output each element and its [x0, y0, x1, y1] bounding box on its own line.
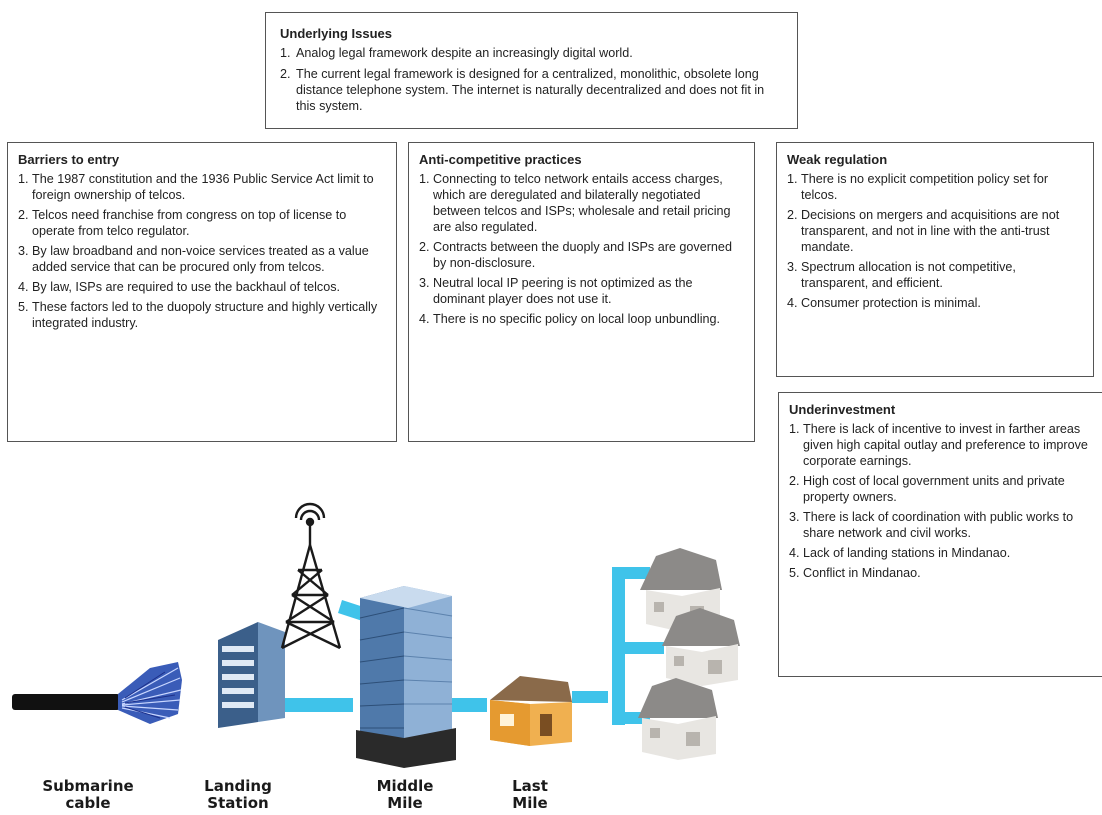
- underinvestment-list: 1.There is lack of incentive to invest i…: [789, 421, 1093, 581]
- list-item: 3.There is lack of coordination with pub…: [789, 510, 1074, 540]
- submarine-cable-icon: [12, 662, 182, 724]
- anticompetitive-list: 1.Connecting to telco network entails ac…: [419, 171, 744, 327]
- network-illustration: [12, 502, 740, 768]
- list-item: 4.By law, ISPs are required to use the b…: [18, 280, 341, 294]
- caption-landing-station: Landing Station: [204, 777, 272, 812]
- list-item: 5.These factors led to the duopoly struc…: [18, 300, 378, 330]
- barriers-list: 1.The 1987 constitution and the 1936 Pub…: [18, 171, 386, 331]
- list-item: 4.Lack of landing stations in Mindanao.: [789, 546, 1011, 560]
- last-mile-house-icon: [490, 676, 572, 746]
- house-bottom-icon: [638, 678, 718, 760]
- middle-mile-building-icon: [356, 586, 456, 768]
- list-item: 1.The 1987 constitution and the 1936 Pub…: [18, 172, 374, 202]
- underlying-issues-title: Underlying Issues: [280, 26, 392, 41]
- underinvestment-box: Underinvestment 1.There is lack of incen…: [778, 392, 1102, 677]
- link-branch-top: [612, 567, 650, 579]
- list-item: 5.Conflict in Mindanao.: [789, 566, 921, 580]
- list-item: 1.There is no explicit competition polic…: [787, 172, 1049, 202]
- barriers-title: Barriers to entry: [18, 152, 120, 167]
- list-item: 2.High cost of local government units an…: [789, 474, 1065, 504]
- list-item: 4.Consumer protection is minimal.: [787, 296, 981, 310]
- caption-last-mile: Last Mile: [512, 777, 548, 812]
- link-branch-mid: [612, 642, 664, 654]
- caption-middle-mile: Middle Mile: [376, 777, 434, 812]
- underlying-issues-box: Underlying Issues 1.Analog legal framewo…: [265, 12, 798, 129]
- house-middle-icon: [662, 608, 740, 686]
- list-item: 2.Decisions on mergers and acquisitions …: [787, 208, 1060, 254]
- weak-regulation-title: Weak regulation: [787, 152, 888, 167]
- anti-competitive-practices-box: Anti-competitive practices 1.Connecting …: [408, 142, 755, 442]
- list-item: 2.The current legal framework is designe…: [280, 67, 765, 113]
- cell-tower-icon: [280, 502, 342, 650]
- list-item: 3.Spectrum allocation is not competitive…: [787, 260, 1016, 290]
- caption-submarine-cable: Submarine cable: [42, 777, 134, 812]
- weak-regulation-list: 1.There is no explicit competition polic…: [787, 171, 1083, 311]
- list-item: 4.There is no specific policy on local l…: [419, 312, 721, 326]
- link-last-to-houses: [572, 691, 608, 703]
- list-item: 2.Contracts between the duoply and ISPs …: [419, 240, 732, 270]
- underinvestment-title: Underinvestment: [789, 402, 896, 417]
- landing-station-icon: [218, 622, 285, 728]
- weak-regulation-box: Weak regulation 1.There is no explicit c…: [776, 142, 1094, 377]
- list-item: 1.There is lack of incentive to invest i…: [789, 422, 1088, 468]
- list-item: 1.Connecting to telco network entails ac…: [419, 172, 731, 234]
- list-item: 3.By law broadband and non-voice service…: [18, 244, 369, 274]
- list-item: 2.Telcos need franchise from congress on…: [18, 208, 347, 238]
- link-landing-to-middle: [283, 698, 353, 712]
- link-middle-to-last: [452, 698, 487, 712]
- anticompetitive-title: Anti-competitive practices: [419, 152, 582, 167]
- list-item: 3.Neutral local IP peering is not optimi…: [419, 276, 693, 306]
- barriers-to-entry-box: Barriers to entry 1.The 1987 constitutio…: [7, 142, 397, 442]
- underlying-issues-list: 1.Analog legal framework despite an incr…: [280, 45, 783, 114]
- list-item: 1.Analog legal framework despite an incr…: [280, 46, 633, 60]
